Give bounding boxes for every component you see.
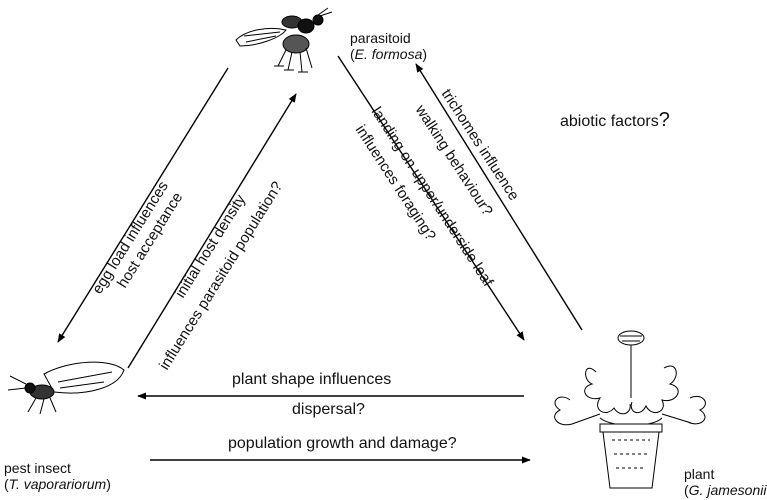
pest-insect-species: (T. vaporariorum) [4, 476, 111, 492]
plant-species-name: G. jamesonii [689, 482, 767, 498]
abiotic-factors-text: abiotic factors [560, 113, 659, 130]
parasitoid-species-name: E. formosa [355, 46, 423, 62]
pest-insect-species-name: T. vaporariorum [9, 476, 107, 492]
pest-insect-label: pest insect (T. vaporariorum) [4, 460, 111, 492]
relation-population-growth: population growth and damage? [228, 436, 457, 452]
plant-name: plant [684, 466, 767, 482]
plant-species: (G. jamesonii) [684, 482, 767, 498]
relation-dispersal: dispersal? [292, 402, 365, 418]
parasitoid-name: parasitoid [350, 30, 427, 46]
whitefly-icon [8, 362, 124, 414]
relation-plant-shape: plant shape influences [232, 372, 391, 388]
parasitoid-label: parasitoid (E. formosa) [350, 30, 427, 62]
potted-plant-icon [555, 331, 706, 488]
pest-insect-name: pest insect [4, 460, 111, 476]
abiotic-question-mark: ? [659, 109, 670, 131]
wasp-icon [236, 8, 332, 72]
abiotic-factors-label: abiotic factors? [560, 112, 670, 130]
parasitoid-species: (E. formosa) [350, 46, 427, 62]
plant-label: plant (G. jamesonii) [684, 466, 767, 498]
